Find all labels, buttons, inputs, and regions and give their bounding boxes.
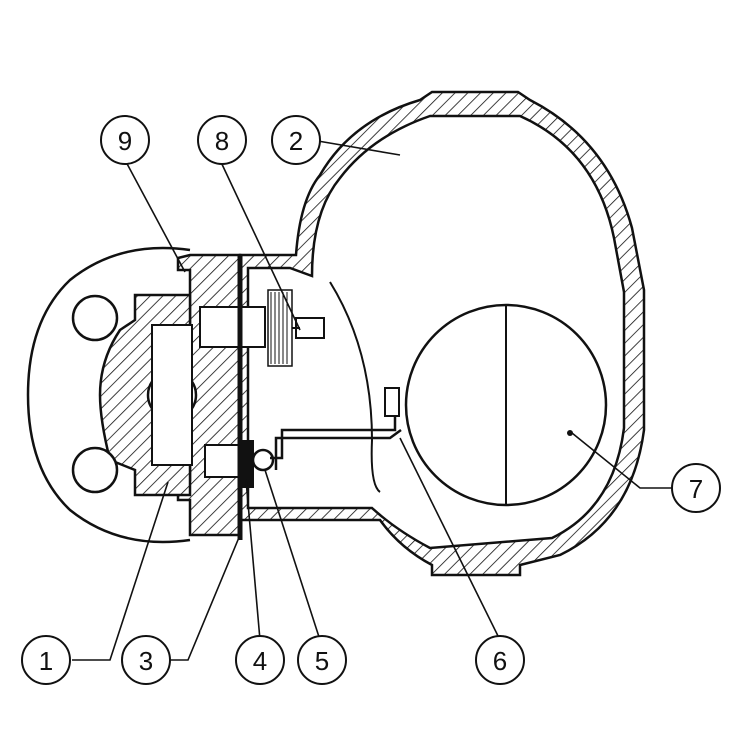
callout-4: 4 (235, 635, 285, 685)
svg-text:7: 7 (689, 474, 703, 504)
svg-text:4: 4 (253, 646, 267, 676)
callout-5: 5 (297, 635, 347, 685)
valve-ball (251, 448, 275, 472)
callout-2: 2 (271, 115, 321, 165)
callout-1: 1 (21, 635, 71, 685)
leader-lines (72, 139, 672, 661)
svg-text:9: 9 (118, 126, 132, 156)
flange-bolt-hole-top (71, 294, 119, 342)
svg-text:1: 1 (39, 646, 53, 676)
float-guide-arc (329, 281, 381, 493)
float-lever-arm (270, 392, 402, 470)
callout-6: 6 (475, 635, 525, 685)
air-vent-element (267, 289, 325, 367)
trap-body-shell (238, 90, 646, 577)
valve-seat (238, 440, 254, 488)
svg-text:3: 3 (139, 646, 153, 676)
svg-text:6: 6 (493, 646, 507, 676)
lever-pivot (384, 387, 400, 417)
valve-seat-assembly (238, 440, 275, 488)
callout-9: 9 (100, 115, 150, 165)
callout-7: 7 (671, 463, 721, 513)
flange-bolt-hole-bottom (71, 446, 119, 494)
svg-text:8: 8 (215, 126, 229, 156)
svg-text:2: 2 (289, 126, 303, 156)
float-ball (404, 303, 608, 507)
callout-3: 3 (121, 635, 171, 685)
svg-text:5: 5 (315, 646, 329, 676)
callout-8: 8 (197, 115, 247, 165)
